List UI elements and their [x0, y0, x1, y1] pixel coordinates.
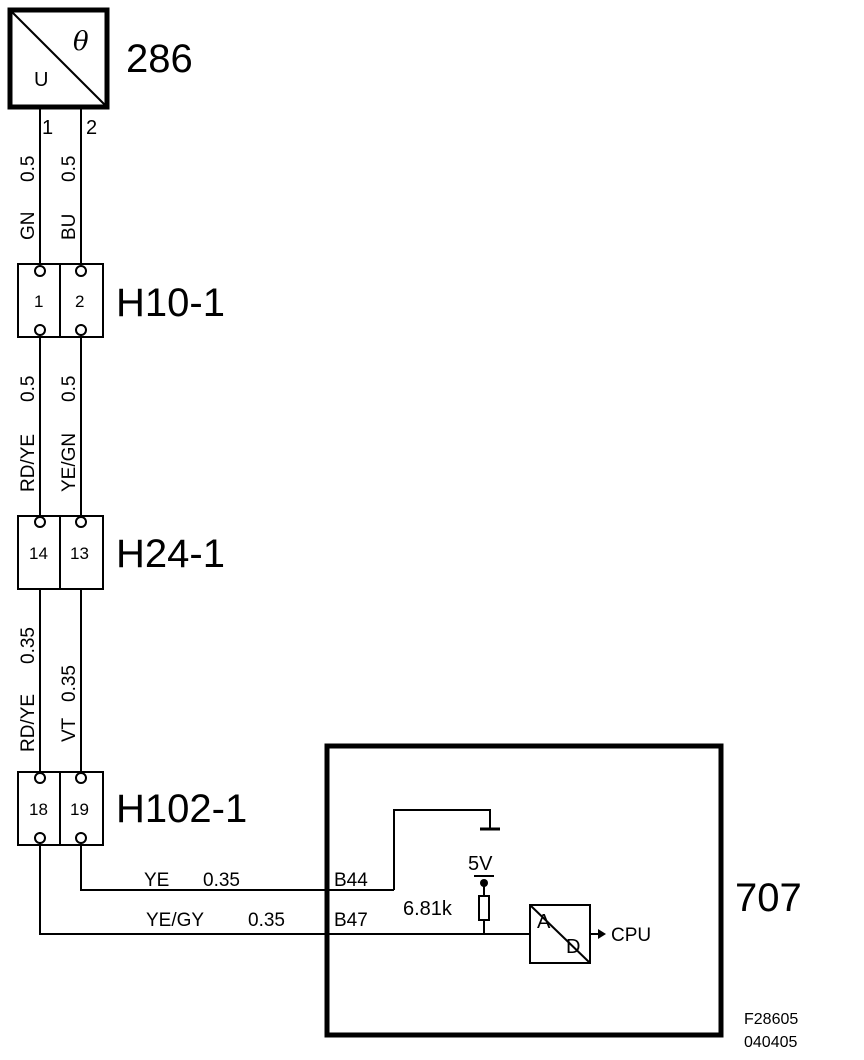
figure-code: F28605 — [744, 1011, 798, 1028]
connector-id-label: H10-1 — [116, 281, 225, 325]
pin-contact — [75, 265, 87, 277]
connector-h10-1: 1 2 H10-1 — [17, 263, 225, 338]
adc-input-label: A — [537, 911, 551, 933]
figure-reference: F28605 040405 — [744, 1011, 798, 1051]
connector-pin-number: 19 — [70, 800, 89, 819]
pin-contact — [34, 772, 46, 784]
connector-id-label: H102-1 — [116, 787, 247, 831]
wire-label-color: YE/GY — [146, 910, 204, 931]
sensor-diagonal — [11, 11, 106, 106]
connector-pin-number: 13 — [70, 544, 89, 563]
wire-label-size: 0.35 — [203, 870, 240, 891]
wire-label-size: 0.35 — [248, 910, 285, 931]
wire-label-color: GN — [18, 212, 39, 241]
control-module-707: 707 5V 6.81k A D CPU — [324, 743, 802, 1038]
sensor-id-label: 286 — [126, 37, 193, 81]
pin-contact — [34, 324, 46, 336]
wire-label-size: 0.35 — [59, 665, 80, 702]
ad-converter-diagonal — [529, 904, 591, 964]
sensor-box — [7, 7, 110, 110]
connector-h24-1: 14 13 H24-1 — [17, 515, 225, 590]
wire-label-size: 0.35 — [18, 627, 39, 664]
terminal-label: B47 — [334, 910, 368, 931]
wires-h102-to-ecu: YE 0.35 B44 YE/GY 0.35 B47 — [39, 843, 530, 935]
wire-label-color: BU — [59, 214, 80, 240]
module-box — [324, 743, 724, 1038]
pin-contact — [75, 324, 87, 336]
supply-voltage-label: 5V — [468, 853, 493, 875]
wire-ye-gy — [39, 843, 530, 935]
wires-sensor-to-h10: GN 0.5 BU 0.5 — [18, 108, 82, 264]
wire-label-size: 0.5 — [18, 376, 39, 402]
pin-contact — [75, 516, 87, 528]
connector-pin-number: 18 — [29, 800, 48, 819]
connector-id-label: H24-1 — [116, 532, 225, 576]
pin-contact — [34, 265, 46, 277]
wire-label-color: YE/GN — [59, 433, 80, 492]
wires-h10-to-h24: RD/YE 0.5 YE/GN 0.5 — [18, 335, 82, 516]
pin-contact — [34, 516, 46, 528]
sensor-symbol-u: U — [34, 69, 48, 91]
wire-label-color: RD/YE — [18, 434, 39, 492]
temperature-sensor-286: U θ 286 1 2 — [7, 7, 193, 139]
ground-wire — [393, 809, 491, 890]
cpu-label: CPU — [611, 925, 651, 946]
sensor-symbol-theta: θ — [73, 27, 89, 57]
pullup-resistor-icon — [478, 895, 490, 921]
wire-label-size: 0.5 — [59, 156, 80, 182]
wire-label-color: RD/YE — [18, 694, 39, 752]
resistor-value-label: 6.81k — [403, 898, 453, 920]
terminal-label: B44 — [334, 870, 368, 891]
connector-pin-number: 14 — [29, 544, 48, 563]
module-id-label: 707 — [735, 876, 802, 920]
sensor-pin-2: 2 — [86, 117, 97, 139]
connector-pin-number: 2 — [75, 292, 84, 311]
wire-label-size: 0.5 — [59, 376, 80, 402]
pin-contact — [75, 772, 87, 784]
cpu-arrow-icon — [598, 929, 606, 939]
pin-contact — [75, 832, 87, 844]
wire-label-color: VT — [59, 717, 80, 742]
connector-pin-number: 1 — [34, 292, 43, 311]
wire-label-size: 0.5 — [18, 156, 39, 182]
wire-label-color: YE — [144, 870, 169, 891]
connector-h102-1: 18 19 H102-1 — [17, 771, 247, 846]
sensor-pin-1: 1 — [42, 117, 53, 139]
adc-output-label: D — [566, 936, 580, 958]
wire-ye — [80, 843, 394, 891]
figure-date: 040405 — [744, 1034, 797, 1051]
wires-h24-to-h102: RD/YE 0.35 VT 0.35 — [18, 589, 82, 772]
pin-contact — [34, 832, 46, 844]
